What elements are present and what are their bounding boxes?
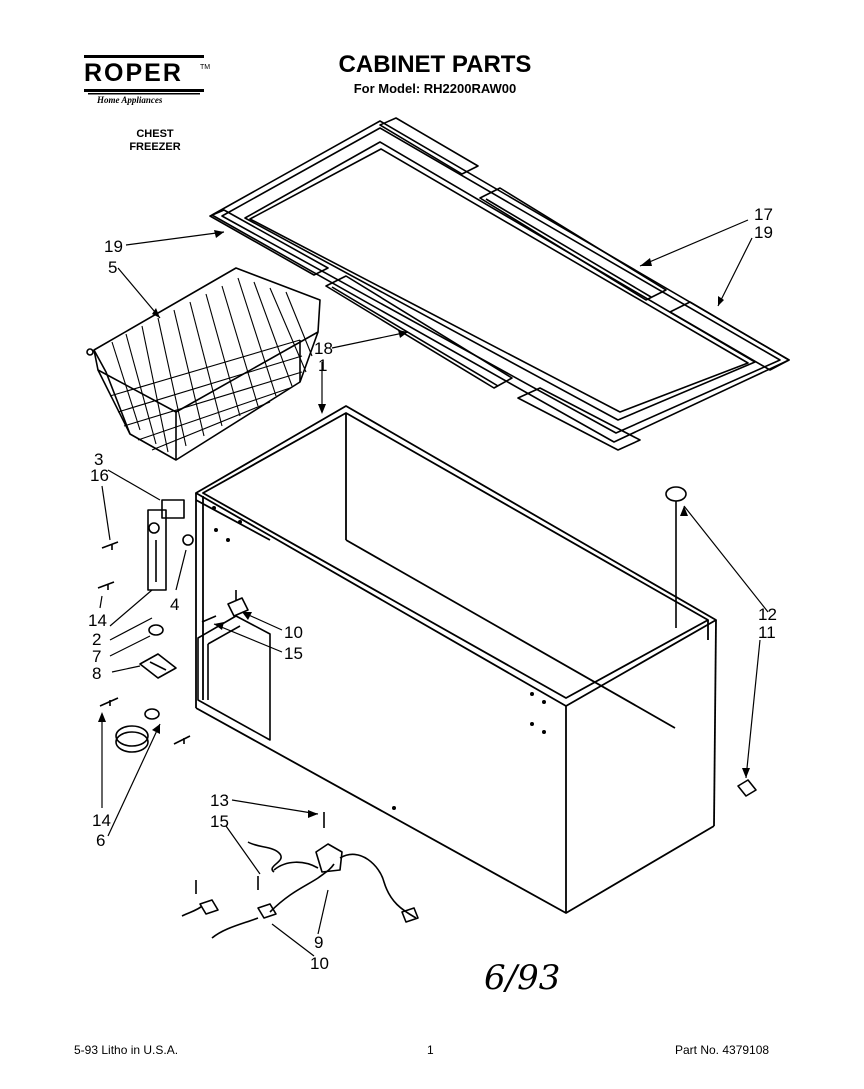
callout-1: 1 xyxy=(318,356,328,375)
callout-4: 4 xyxy=(170,595,180,614)
power-cord-coil-6 xyxy=(115,725,149,753)
callout-9: 9 xyxy=(314,933,324,952)
gasket-corner-left xyxy=(209,209,329,276)
wiring-harness xyxy=(181,812,419,939)
gasket-corner-top xyxy=(379,117,479,175)
callout-19-right: 19 xyxy=(754,223,773,242)
breaker-strip-top xyxy=(479,187,667,301)
drain-plug-12 xyxy=(665,486,687,628)
footer-part-number: Part No. 4379108 xyxy=(675,1043,770,1057)
handwritten-date-note: 6/93 xyxy=(484,958,561,998)
leader-arrowheads xyxy=(98,230,750,818)
product-type: CHEST FREEZER xyxy=(110,128,200,154)
footer-print-info: 5-93 Litho in U.S.A. xyxy=(74,1043,179,1057)
lamp-socket xyxy=(227,590,249,617)
callout-5: 5 xyxy=(108,258,118,277)
callout-14-upper: 14 xyxy=(88,611,107,630)
callout-10-upper: 10 xyxy=(284,623,303,642)
callout-19-upper: 19 xyxy=(104,237,123,256)
callout-15-lower: 15 xyxy=(210,812,229,831)
brand-trademark: TM xyxy=(200,64,211,71)
model-subtitle: For Model: RH2200RAW00 xyxy=(353,81,517,96)
hinge-nut xyxy=(182,534,194,546)
hinge-assembly xyxy=(147,499,185,591)
brand-logo: ROPER xyxy=(84,59,183,87)
callout-14-lower: 14 xyxy=(92,811,111,830)
breaker-strip-mid xyxy=(325,275,513,389)
callout-6: 6 xyxy=(96,831,106,850)
hinge-screws xyxy=(97,541,217,745)
breaker-strip-bottom xyxy=(517,387,641,451)
callout-3: 3 xyxy=(94,450,104,469)
callout-10-lower: 10 xyxy=(310,954,329,973)
callout-8: 8 xyxy=(92,664,102,683)
callout-18: 18 xyxy=(314,339,333,358)
leader-lines xyxy=(99,219,769,957)
callout-15-upper: 15 xyxy=(284,644,303,663)
compressor-compartment xyxy=(197,615,271,741)
thermostat-knob-2 xyxy=(144,708,160,720)
callout-13: 13 xyxy=(210,791,229,810)
product-type-line-1: CHEST xyxy=(136,128,174,140)
roper-logo-frame xyxy=(84,55,204,95)
brand-subtitle: Home Appliances xyxy=(97,95,163,105)
callout-2: 2 xyxy=(92,630,102,649)
lid-gasket-frame xyxy=(211,120,790,443)
callout-17: 17 xyxy=(754,205,773,224)
callout-12: 12 xyxy=(758,605,777,624)
cabinet-screw-holes xyxy=(212,506,546,810)
drain-cap-11 xyxy=(737,779,757,797)
gasket-corner-right xyxy=(669,301,790,371)
callout-16: 16 xyxy=(90,466,109,485)
cord-clip-7 xyxy=(148,624,164,636)
callout-11: 11 xyxy=(758,623,776,642)
freezer-cabinet xyxy=(195,405,717,914)
callout-7: 7 xyxy=(92,647,102,666)
product-type-line-2: FREEZER xyxy=(129,141,181,153)
footer-page-number: 1 xyxy=(427,1043,434,1057)
wire-basket xyxy=(86,267,321,461)
thermostat-bracket-8 xyxy=(139,653,177,679)
page-title: CABINET PARTS xyxy=(338,51,532,78)
